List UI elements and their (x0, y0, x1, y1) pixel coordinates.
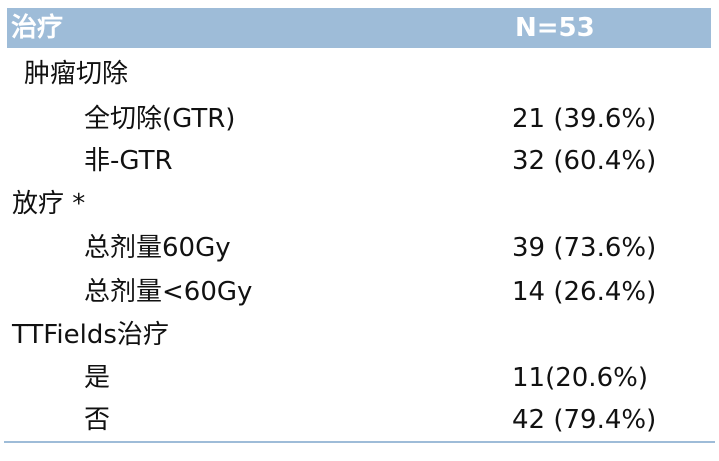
row-label: 否 (84, 405, 111, 435)
row-label: 放疗 * (12, 189, 86, 219)
table-row: 全切除(GTR) 21 (39.6%) (0, 99, 719, 139)
table-row: 放疗 * (0, 184, 719, 224)
row-value: 42 (79.4%) (512, 405, 657, 435)
row-value: 32 (60.4%) (512, 146, 657, 176)
row-label: 是 (84, 363, 111, 393)
row-label: 肿瘤切除 (24, 59, 129, 89)
table-row: 是 11(20.6%) (0, 358, 719, 398)
table-row: 非-GTR 32 (60.4%) (0, 141, 719, 181)
row-value: 21 (39.6%) (512, 104, 657, 134)
row-value: 39 (73.6%) (512, 233, 657, 263)
table-row: 肿瘤切除 (0, 54, 719, 94)
row-label: TTFields治疗 (12, 320, 169, 350)
table-row: 总剂量60Gy 39 (73.6%) (0, 228, 719, 268)
table-row: 总剂量<60Gy 14 (26.4%) (0, 272, 719, 312)
row-value: 11(20.6%) (512, 363, 648, 393)
row-label: 非-GTR (84, 146, 173, 176)
table-row: TTFields治疗 (0, 315, 719, 355)
row-label: 全切除(GTR) (84, 104, 236, 134)
header-title: 治疗 (11, 13, 64, 43)
table-row: 否 42 (79.4%) (0, 400, 719, 440)
row-label: 总剂量60Gy (84, 233, 231, 263)
bottom-rule (4, 441, 715, 443)
row-label: 总剂量<60Gy (84, 277, 253, 307)
header-n: N=53 (515, 13, 595, 43)
row-value: 14 (26.4%) (512, 277, 657, 307)
table-header: 治疗 N=53 (7, 8, 711, 48)
